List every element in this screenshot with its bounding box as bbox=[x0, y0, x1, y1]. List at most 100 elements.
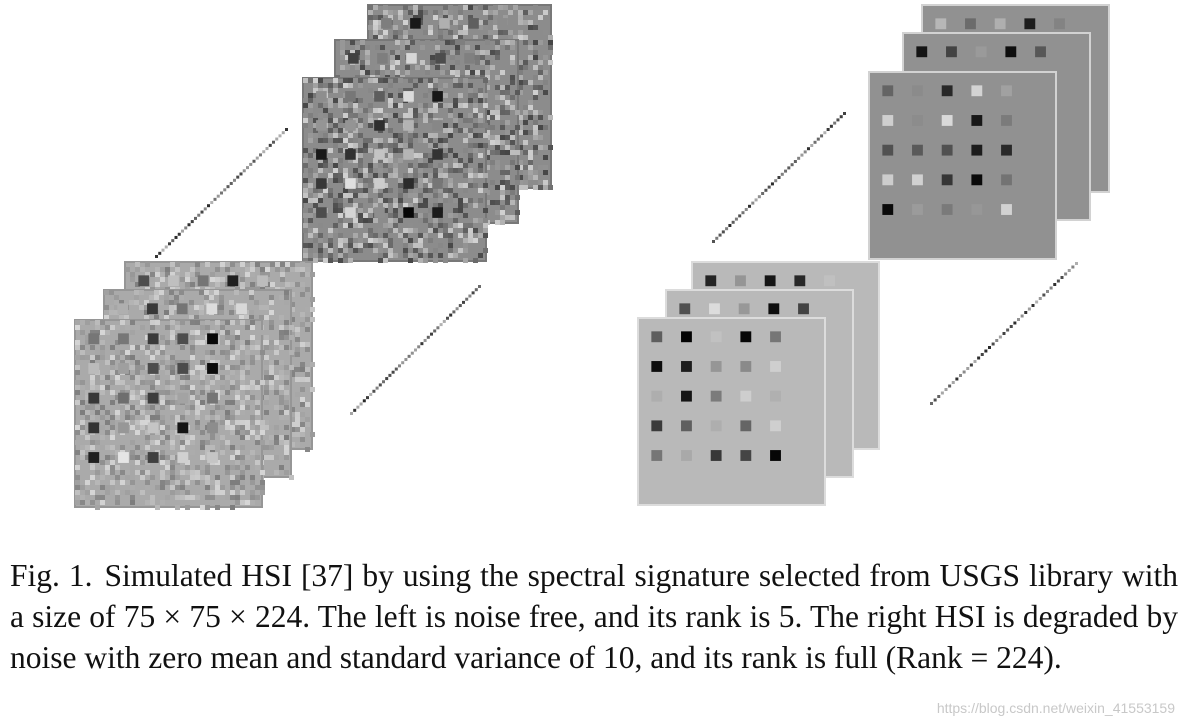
figure-label: Fig. 1. bbox=[10, 558, 93, 593]
spectral-patch bbox=[710, 361, 722, 372]
hsi-band bbox=[302, 77, 488, 263]
spectral-patch bbox=[435, 53, 446, 64]
spectral-patch bbox=[710, 450, 722, 461]
spectral-patch bbox=[941, 204, 953, 215]
spectral-patch bbox=[1001, 115, 1012, 126]
spectral-patch bbox=[432, 91, 443, 102]
spectral-patch bbox=[88, 422, 100, 434]
spectral-patch bbox=[207, 422, 218, 434]
spectral-patch bbox=[316, 149, 327, 160]
spectral-patch bbox=[971, 85, 983, 97]
spectral-patch bbox=[345, 207, 356, 218]
spectral-patch bbox=[965, 18, 976, 30]
spectral-patch bbox=[207, 333, 218, 345]
spectral-patch bbox=[651, 331, 663, 343]
spectral-patch bbox=[1001, 174, 1012, 186]
spectral-patch bbox=[916, 46, 928, 58]
simulated-hsi-figure bbox=[74, 4, 1110, 510]
spectral-patch bbox=[651, 390, 663, 402]
spectral-patch bbox=[1035, 46, 1046, 58]
spectral-patch bbox=[88, 363, 100, 374]
spectral-patch bbox=[118, 452, 129, 463]
spectral-patch bbox=[770, 450, 781, 461]
spectral-patch bbox=[177, 392, 189, 404]
spectral-patch bbox=[147, 422, 159, 434]
spectral-patch bbox=[464, 53, 475, 64]
spectral-patch bbox=[770, 420, 781, 432]
spectral-patch bbox=[147, 452, 159, 463]
spectral-patch bbox=[768, 303, 780, 315]
spectral-patch bbox=[681, 450, 692, 461]
hsi-band bbox=[74, 319, 265, 510]
spectral-patch bbox=[738, 303, 750, 315]
spectral-patch bbox=[912, 115, 923, 126]
spectral-patch bbox=[941, 144, 953, 156]
spectral-patch bbox=[403, 91, 414, 102]
spectral-patch bbox=[117, 303, 129, 315]
spectral-patch bbox=[941, 174, 953, 186]
spectral-patch bbox=[88, 392, 100, 404]
watermark: https://blog.csdn.net/weixin_41553159 bbox=[936, 700, 1175, 716]
spectral-patch bbox=[177, 363, 189, 374]
spectral-patch bbox=[374, 207, 385, 218]
spectral-patch bbox=[735, 275, 746, 287]
spectral-patch bbox=[88, 452, 100, 463]
spectral-patch bbox=[710, 390, 722, 402]
spectral-patch bbox=[197, 275, 209, 287]
spectral-patch bbox=[168, 275, 179, 287]
spectral-patch bbox=[439, 18, 450, 29]
band-ellipsis bbox=[350, 285, 481, 415]
spectral-patch bbox=[432, 178, 443, 189]
spectral-patch bbox=[468, 18, 479, 29]
band-ellipsis bbox=[155, 128, 288, 258]
spectral-patch bbox=[374, 91, 385, 102]
spectral-patch bbox=[971, 204, 983, 215]
spectral-patch bbox=[710, 420, 722, 432]
spectral-patch bbox=[118, 363, 129, 374]
spectral-patch bbox=[257, 275, 268, 287]
spectral-patch bbox=[177, 333, 189, 345]
spectral-patch bbox=[971, 115, 983, 126]
spectral-patch bbox=[681, 390, 692, 402]
spectral-patch bbox=[374, 149, 385, 160]
spectral-patch bbox=[740, 420, 752, 432]
spectral-patch bbox=[147, 392, 159, 404]
spectral-patch bbox=[147, 363, 159, 374]
spectral-patch bbox=[316, 120, 327, 131]
spectral-patch bbox=[882, 174, 894, 186]
spectral-patch bbox=[882, 144, 894, 156]
spectral-patch bbox=[994, 18, 1006, 30]
spectral-patch bbox=[147, 333, 159, 345]
spectral-patch bbox=[348, 53, 359, 64]
spectral-patch bbox=[651, 361, 663, 372]
spectral-patch bbox=[207, 363, 218, 374]
spectral-patch bbox=[912, 204, 923, 215]
spectral-patch bbox=[432, 149, 443, 160]
spectral-patch bbox=[227, 275, 239, 287]
spectral-patch bbox=[207, 392, 218, 404]
spectral-patch bbox=[651, 450, 663, 461]
spectral-patch bbox=[1054, 18, 1065, 30]
spectral-patch bbox=[971, 144, 983, 156]
spectral-patch bbox=[651, 420, 663, 432]
spectral-patch bbox=[681, 331, 692, 343]
spectral-patch bbox=[147, 303, 158, 315]
spectral-patch bbox=[177, 452, 189, 463]
spectral-patch bbox=[681, 420, 692, 432]
spectral-patch bbox=[1001, 204, 1012, 215]
spectral-patch bbox=[681, 361, 692, 372]
spectral-patch bbox=[705, 275, 717, 287]
spectral-patch bbox=[410, 18, 421, 29]
spectral-patch bbox=[236, 303, 247, 315]
spectral-patch bbox=[941, 115, 953, 126]
figure-caption-text: Simulated HSI [37] by using the spectral… bbox=[10, 558, 1178, 675]
spectral-patch bbox=[740, 450, 752, 461]
spectral-patch bbox=[824, 275, 835, 287]
spectral-patch bbox=[975, 46, 987, 58]
spectral-patch bbox=[941, 85, 953, 97]
spectral-patch bbox=[316, 178, 327, 189]
spectral-patch bbox=[912, 144, 923, 156]
spectral-patch bbox=[740, 361, 752, 372]
hsi-band bbox=[637, 317, 826, 506]
spectral-patch bbox=[794, 275, 806, 287]
